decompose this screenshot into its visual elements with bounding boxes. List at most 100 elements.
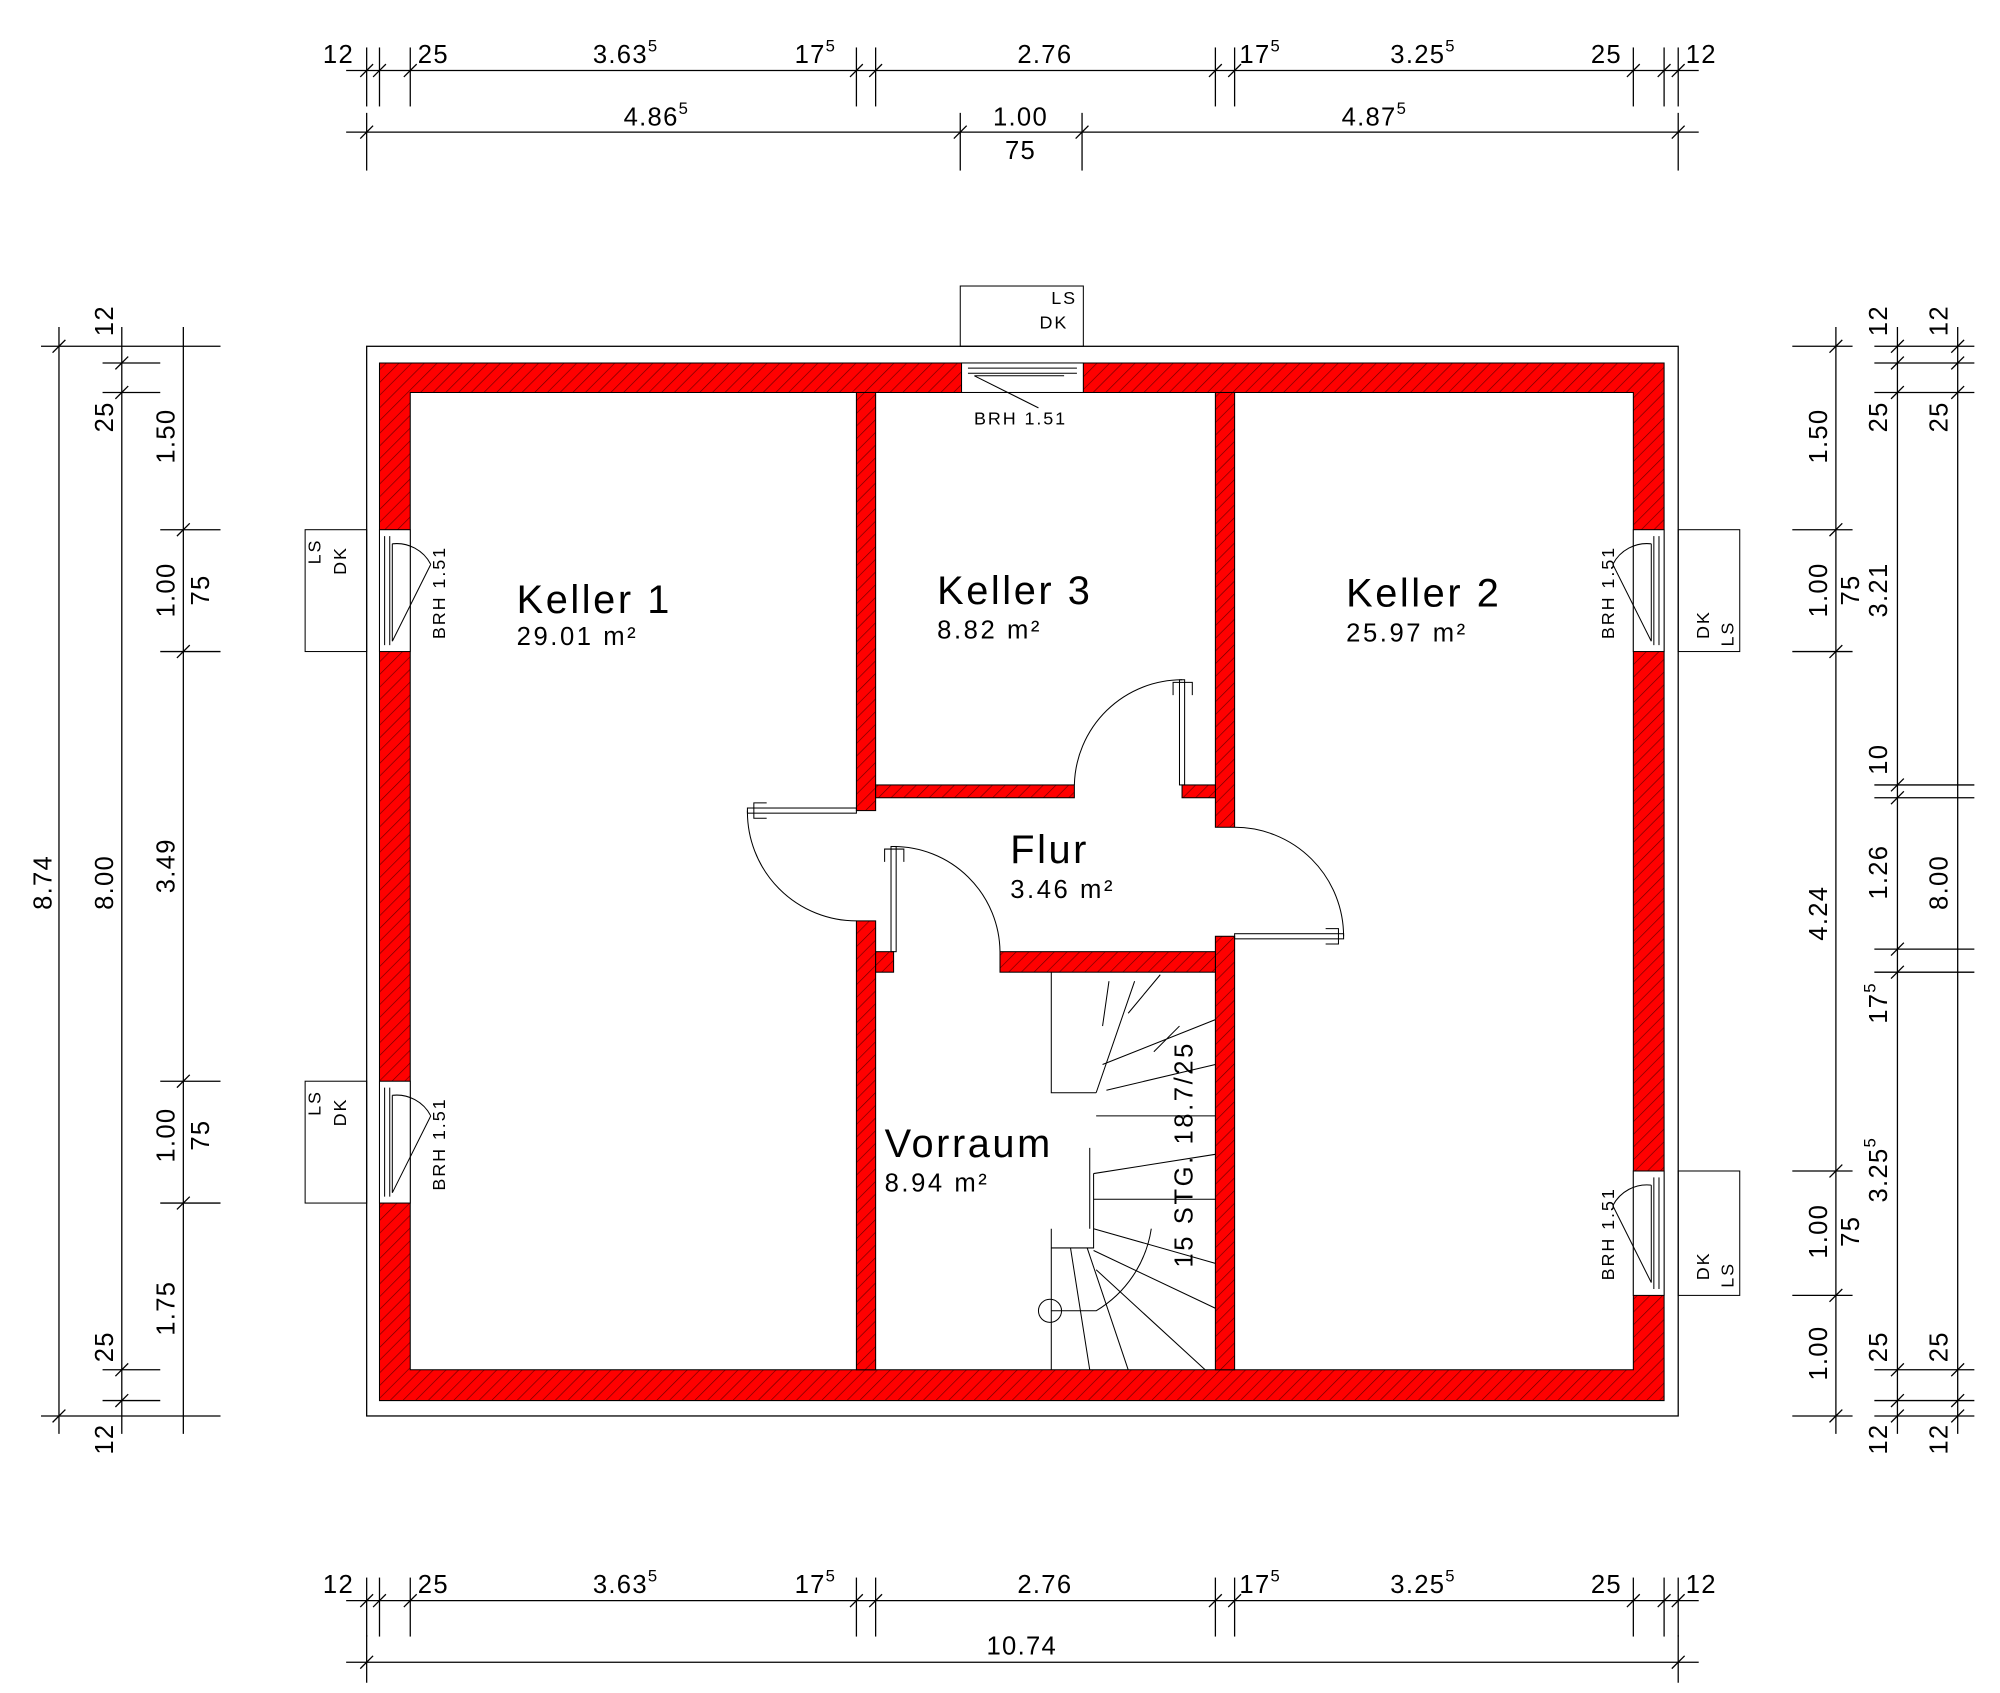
dimension-value: 3.63 (593, 41, 648, 69)
dimension-value: 25 (1591, 41, 1622, 69)
dimension-tick (849, 1593, 864, 1608)
dimension-tick (1626, 1593, 1641, 1608)
dimension-tick (1950, 1409, 1965, 1423)
dimension-value: 1.00 (1805, 1326, 1833, 1381)
dimension-value: 3.25 (1390, 41, 1445, 69)
dimension-value: 12 (1865, 305, 1893, 336)
dimension-label: 75 (187, 1120, 215, 1151)
dimension-label: 25 (418, 41, 449, 69)
window-right-upper[interactable] (1612, 529, 1741, 653)
dimension-tick (359, 125, 374, 139)
door-keller1[interactable] (746, 802, 857, 922)
window-label-dk: DK (1039, 312, 1068, 332)
window-label-brh: BRH 1.51 (429, 1097, 449, 1190)
window-label-dk: DK (330, 1098, 350, 1127)
dimension-value: 75 (1837, 574, 1865, 605)
dimension-tick (1890, 778, 1905, 792)
staircase[interactable] (1037, 972, 1216, 1371)
dimension-value: 3.25 (1390, 1571, 1445, 1599)
dimension-tick (1829, 339, 1843, 354)
dimension-label: 175 (1861, 982, 1894, 1024)
dimension-label: 12 (1925, 1424, 1953, 1455)
dimension-label: 175 (795, 1566, 837, 1599)
dimension-tick (1075, 125, 1089, 139)
dimension-value: 17 (1239, 1571, 1270, 1599)
wall-keller3-bottom (875, 784, 1075, 799)
window-label-dk: DK (330, 546, 350, 575)
dimension-label: 25 (91, 1331, 119, 1362)
dimension-value: 25 (1925, 401, 1953, 432)
dimension-value: 75 (187, 574, 215, 605)
dimension-tick (1950, 339, 1965, 354)
dimension-label: 1.00 (1805, 562, 1833, 617)
dimension-tick (359, 63, 374, 78)
dimension-label: 175 (795, 36, 837, 69)
dimension-value: 8.00 (91, 855, 119, 910)
dimension-value: 75 (1005, 137, 1036, 165)
dimension-value: 3.63 (593, 1571, 648, 1599)
dimension-label: 75 (187, 574, 215, 605)
dimension-tick (1890, 790, 1905, 805)
dimension-tick (1890, 385, 1905, 400)
window-label-ls: LS (1717, 621, 1737, 647)
wall-keller3-keller2 (1214, 391, 1236, 828)
dimension-tick (1829, 1164, 1843, 1178)
dimension-value: 75 (1837, 1216, 1865, 1247)
dimension-label: 25 (1591, 41, 1622, 69)
dimension-label: 1.00 (152, 1108, 180, 1163)
door-keller3[interactable] (1073, 679, 1193, 786)
window-label-brh: BRH 1.51 (1598, 546, 1618, 639)
dimension-tick (52, 339, 66, 354)
room-area: 8.82 m² (937, 617, 1042, 645)
dimension-value: 12 (1865, 1424, 1893, 1455)
dimension-superscript: 5 (1861, 1137, 1880, 1148)
dimension-tick (176, 1196, 191, 1210)
window-left-lower[interactable] (304, 1080, 432, 1204)
dimension-value: 12 (1686, 1571, 1717, 1599)
room-area: 8.94 m² (885, 1170, 990, 1198)
dimension-value: 1.75 (152, 1281, 180, 1336)
window-left-upper[interactable] (304, 529, 432, 653)
dimension-tick (1890, 356, 1905, 370)
door-vorraum[interactable] (884, 845, 1001, 953)
dimension-tick (1890, 339, 1905, 354)
dimension-tick (1890, 1362, 1905, 1377)
dimension-tick (114, 385, 129, 400)
dimension-tick (359, 1655, 374, 1670)
dimension-label: 1.00 (993, 104, 1048, 132)
dimension-value: 10.74 (987, 1633, 1058, 1661)
dimension-label: 12 (91, 1424, 119, 1455)
dimension-value: 1.50 (152, 409, 180, 464)
dimension-value: 1.26 (1865, 845, 1893, 900)
window-right-lower[interactable] (1612, 1170, 1741, 1296)
window-label-brh: BRH 1.51 (429, 546, 449, 639)
dimension-value: 25 (91, 401, 119, 432)
dimension-tick (1657, 63, 1671, 78)
dimension-label: 12 (1865, 1424, 1893, 1455)
dimension-tick (1950, 385, 1965, 400)
dimension-value: 12 (323, 41, 354, 69)
dimension-value: 2.76 (1017, 1571, 1072, 1599)
door-keller2[interactable] (1234, 826, 1345, 945)
window-top[interactable] (959, 285, 1084, 409)
room-area: 25.97 m² (1346, 619, 1468, 647)
dimension-label: 3.255 (1390, 1566, 1456, 1599)
room-area: 3.46 m² (1010, 876, 1115, 904)
dimension-label: 3.49 (152, 838, 180, 893)
dimension-label: 4.24 (1805, 886, 1833, 941)
dimension-value: 12 (1925, 305, 1953, 336)
dimension-value: 10 (1865, 744, 1893, 775)
dimension-value: 17 (1865, 993, 1893, 1024)
dimension-value: 12 (91, 305, 119, 336)
dimension-superscript: 5 (1271, 1566, 1282, 1585)
stair-label: 15 STG. 18.7/25 (1170, 1041, 1198, 1268)
dimension-value: 25 (418, 1571, 449, 1599)
dimension-tick (403, 1593, 418, 1608)
window-label-brh: BRH 1.51 (974, 409, 1067, 429)
dimension-label: 12 (1865, 305, 1893, 336)
dimension-tick (1671, 63, 1686, 78)
dimension-tick (1829, 1288, 1843, 1303)
dimension-tick (1208, 63, 1223, 78)
dimension-value: 1.00 (152, 562, 180, 617)
